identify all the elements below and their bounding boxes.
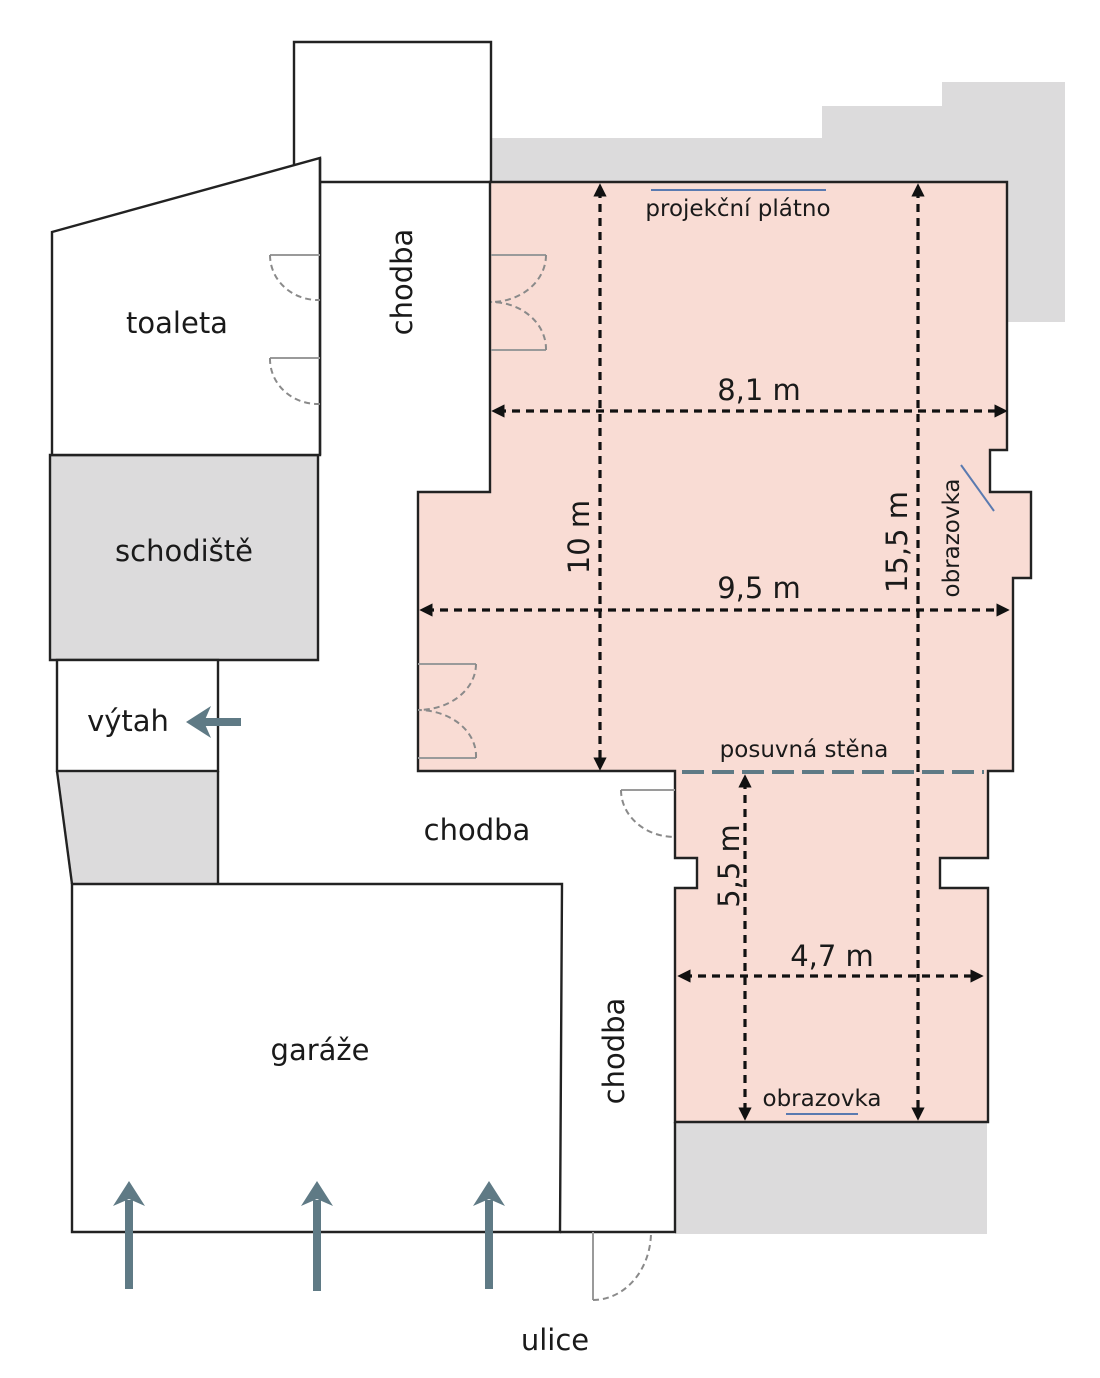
corridor-middle-label: chodba	[424, 813, 531, 847]
depth-main-label: 10 m	[562, 500, 596, 574]
entry-arrow-2	[301, 1181, 333, 1291]
door-hall-left	[417, 663, 478, 759]
entry-arrow-1	[113, 1181, 145, 1289]
door-toilet-upper	[268, 254, 321, 302]
toilet-label: toaleta	[126, 306, 228, 340]
door-toilet-lower	[268, 357, 321, 406]
elevator-label: výtah	[87, 704, 169, 738]
door-hall-top	[490, 254, 548, 351]
projection-screen-label: projekční plátno	[645, 196, 830, 222]
width-middle-label: 9,5 m	[717, 571, 801, 605]
depth-total-label: 15,5 m	[880, 491, 914, 593]
depth-lower-label: 5,5 m	[712, 824, 746, 908]
street-label: ulice	[521, 1323, 589, 1357]
outdoor-area-bottom	[675, 1122, 987, 1234]
outdoor-area-top	[490, 82, 1065, 322]
stairs-label: schodiště	[115, 534, 253, 568]
door-lower-hall	[620, 789, 676, 838]
width-upper-label: 8,1 m	[717, 373, 801, 407]
elevator-room	[55, 658, 220, 773]
elevator-arrow	[186, 706, 241, 738]
corridor-bottom-label: chodba	[597, 998, 631, 1105]
width-lower-label: 4,7 m	[790, 939, 874, 973]
door-street	[592, 1231, 652, 1301]
side-screen-line	[960, 464, 995, 512]
shaft-area	[57, 771, 218, 884]
corridor-top-label: chodba	[385, 229, 419, 336]
side-screen-label: obrazovka	[939, 479, 965, 598]
sliding-wall-label: posuvná stěna	[720, 737, 889, 763]
garages-label: garáže	[271, 1033, 370, 1067]
corridor-top-room	[292, 40, 493, 184]
bottom-screen-label: obrazovka	[763, 1086, 882, 1112]
entry-arrow-3	[473, 1181, 505, 1289]
